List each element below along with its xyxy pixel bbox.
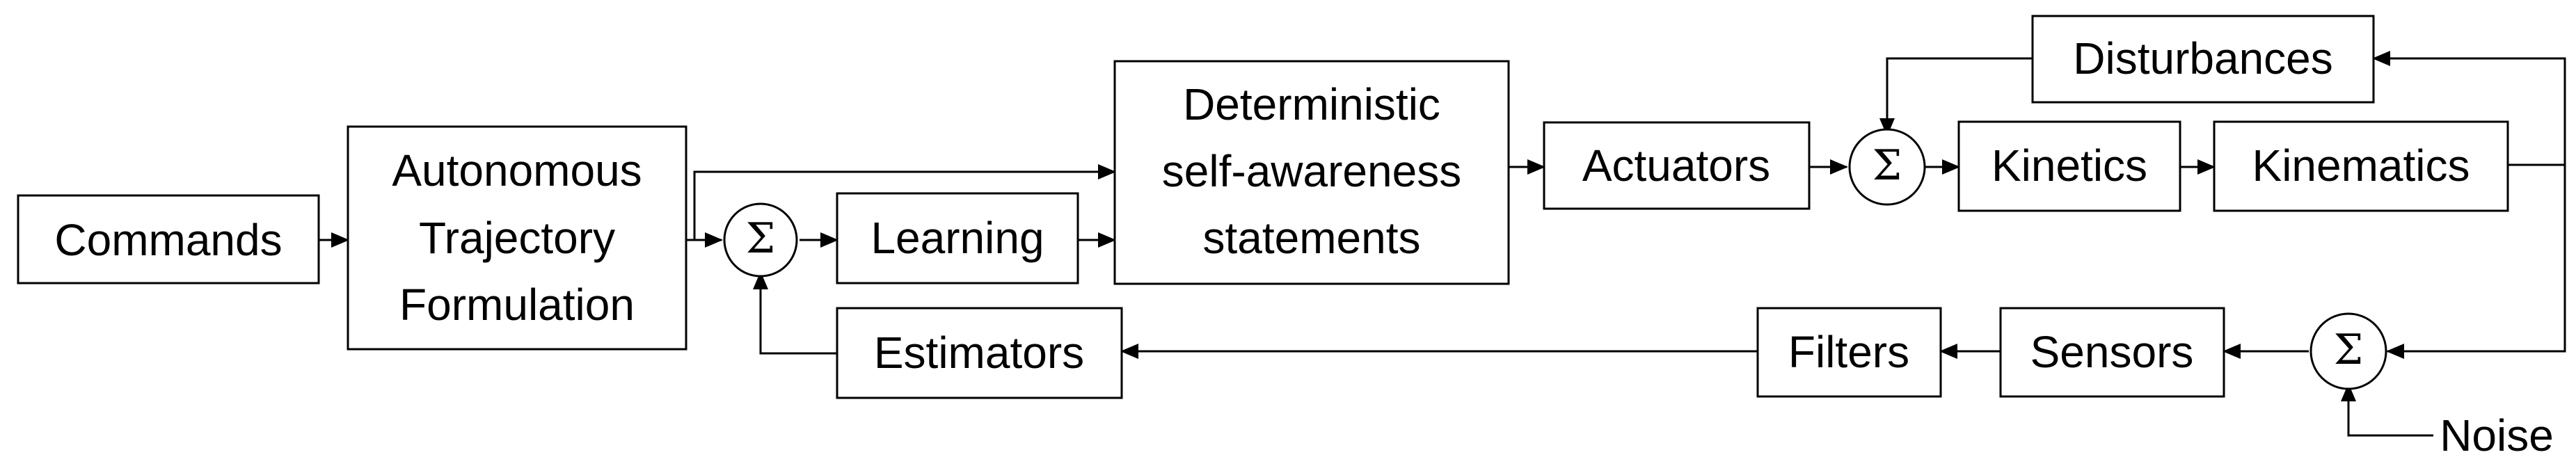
trajectory-formulation-block: Autonomous Trajectory Formulation (347, 125, 687, 351)
kinetics-label: Kinetics (1991, 141, 2147, 191)
sigma-symbol: Σ (2334, 326, 2363, 374)
statements-label-line2: self-awareness (1162, 146, 1461, 196)
sigma-symbol: Σ (1873, 141, 1902, 190)
statements-label-line3: statements (1202, 213, 1420, 263)
kinetics-block: Kinetics (1957, 120, 2181, 212)
noise-label: Noise (2440, 410, 2554, 460)
learning-label: Learning (870, 213, 1044, 263)
summing-junction-noise: Σ (2309, 312, 2387, 390)
filters-label: Filters (1788, 327, 1909, 377)
kinematics-block: Kinematics (2213, 120, 2509, 212)
disturbances-label: Disturbances (2073, 33, 2333, 83)
actuators-label: Actuators (1582, 141, 1770, 191)
wire-trajectory-bypass-to-statements (693, 164, 1116, 240)
wire-disturbances-to-sum2 (1879, 57, 2033, 136)
wire-noise-to-sum3 (2341, 383, 2433, 437)
actuators-block: Actuators (1543, 121, 1811, 210)
statements-block: Deterministic self-awareness statements (1113, 60, 1510, 285)
summing-junction-disturbance: Σ (1848, 128, 1926, 206)
kinematics-label: Kinematics (2252, 141, 2470, 191)
wire-estimators-to-sum (753, 271, 837, 355)
statements-label-line1: Deterministic (1183, 79, 1440, 129)
filters-block: Filters (1756, 307, 1942, 398)
trajectory-label-line3: Formulation (399, 280, 635, 330)
trajectory-label-line2: Trajectory (419, 213, 615, 263)
wire-output-to-sum3 (2386, 165, 2566, 359)
commands-block: Commands (17, 194, 320, 284)
sensors-label: Sensors (2030, 327, 2194, 377)
commands-label: Commands (54, 215, 282, 265)
estimators-label: Estimators (874, 328, 1084, 378)
summing-junction-learning: Σ (723, 202, 798, 278)
wire-output-to-disturbances (2372, 51, 2566, 165)
trajectory-label-line1: Autonomous (392, 145, 642, 195)
learning-block: Learning (836, 192, 1079, 284)
connections (319, 51, 2566, 437)
disturbances-block: Disturbances (2031, 15, 2375, 104)
sigma-symbol: Σ (746, 214, 775, 263)
estimators-block: Estimators (836, 307, 1123, 399)
sensors-block: Sensors (1999, 307, 2225, 398)
